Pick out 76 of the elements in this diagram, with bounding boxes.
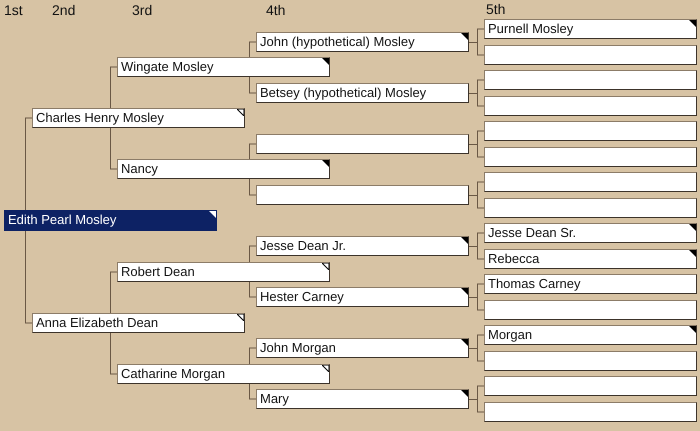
empty-person-box: [484, 45, 697, 65]
highlighted-person-box: [4, 210, 217, 231]
empty-person-box: [484, 376, 697, 396]
person-box: [117, 159, 330, 179]
person-box: [484, 249, 697, 269]
person-box: [484, 19, 697, 39]
connector-line: [468, 284, 484, 310]
person-name: Purnell Mosley: [488, 21, 574, 37]
person-box: [256, 287, 469, 307]
empty-person-box: [484, 351, 697, 371]
empty-person-box: [256, 185, 469, 205]
person-box: [256, 389, 469, 409]
person-box: [256, 83, 469, 103]
connector-line: [249, 178, 256, 196]
person-box: [32, 313, 245, 333]
person-name: John (hypothetical) Mosley: [260, 34, 415, 50]
person-box: [256, 236, 469, 256]
person-box: [256, 32, 469, 52]
empty-person-box: [484, 96, 697, 116]
person-box: [256, 338, 469, 358]
connector-line: [249, 282, 256, 298]
connector-line: [249, 42, 256, 58]
connector-line: [110, 66, 118, 108]
connector-line: [25, 118, 32, 210]
person-box: [117, 57, 330, 77]
empty-person-box: [484, 70, 697, 90]
person-name: Robert Dean: [121, 264, 195, 280]
person-box: [117, 262, 330, 282]
connector-line: [468, 130, 484, 158]
empty-person-box: [484, 402, 697, 422]
generation-label: 2nd: [52, 2, 76, 18]
empty-person-box: [484, 300, 697, 320]
empty-person-box: [484, 121, 697, 141]
generation-label: 4th: [266, 2, 286, 18]
generation-label: 5th: [486, 1, 506, 17]
person-name: Betsey (hypothetical) Mosley: [260, 85, 426, 101]
person-name: Jesse Dean Jr.: [260, 238, 346, 254]
person-name: Nancy: [121, 161, 158, 177]
connector-line: [249, 144, 256, 160]
person-name: Morgan: [488, 327, 532, 343]
person-name: Catharine Morgan: [121, 366, 226, 382]
empty-person-box: [484, 172, 697, 192]
person-box: [484, 325, 697, 345]
connector-line: [249, 384, 256, 400]
person-name: Jesse Dean Sr.: [488, 225, 576, 241]
empty-person-box: [484, 147, 697, 167]
person-box: [117, 364, 330, 384]
person-name: Edith Pearl Mosley: [8, 212, 116, 228]
person-name: Anna Elizabeth Dean: [36, 315, 158, 331]
generation-label: 1st: [4, 2, 23, 18]
connector-line: [110, 128, 118, 170]
person-box: [32, 108, 245, 128]
connector-line: [468, 182, 484, 208]
connector-line: [468, 334, 484, 362]
connector-line: [468, 386, 484, 412]
person-name: Thomas Carney: [488, 276, 580, 292]
person-name: Hester Carney: [260, 289, 344, 305]
connector-line: [468, 80, 484, 106]
empty-person-box: [256, 134, 469, 154]
connector-line: [249, 246, 256, 262]
person-name: Charles Henry Mosley: [36, 110, 164, 126]
generation-label: 3rd: [132, 2, 152, 18]
person-name: John Morgan: [260, 340, 336, 356]
person-name: Mary: [260, 391, 289, 407]
connector-line: [110, 272, 118, 314]
person-box: [484, 223, 697, 243]
empty-person-box: [484, 198, 697, 218]
person-box: [484, 274, 697, 294]
connector-line: [249, 76, 256, 94]
person-name: Rebecca: [488, 251, 540, 267]
connector-line: [468, 28, 484, 56]
person-name: Wingate Mosley: [121, 59, 214, 75]
connector-line: [468, 232, 484, 260]
connector-line: [249, 348, 256, 364]
connector-line: [110, 332, 118, 374]
connector-line: [25, 230, 32, 324]
